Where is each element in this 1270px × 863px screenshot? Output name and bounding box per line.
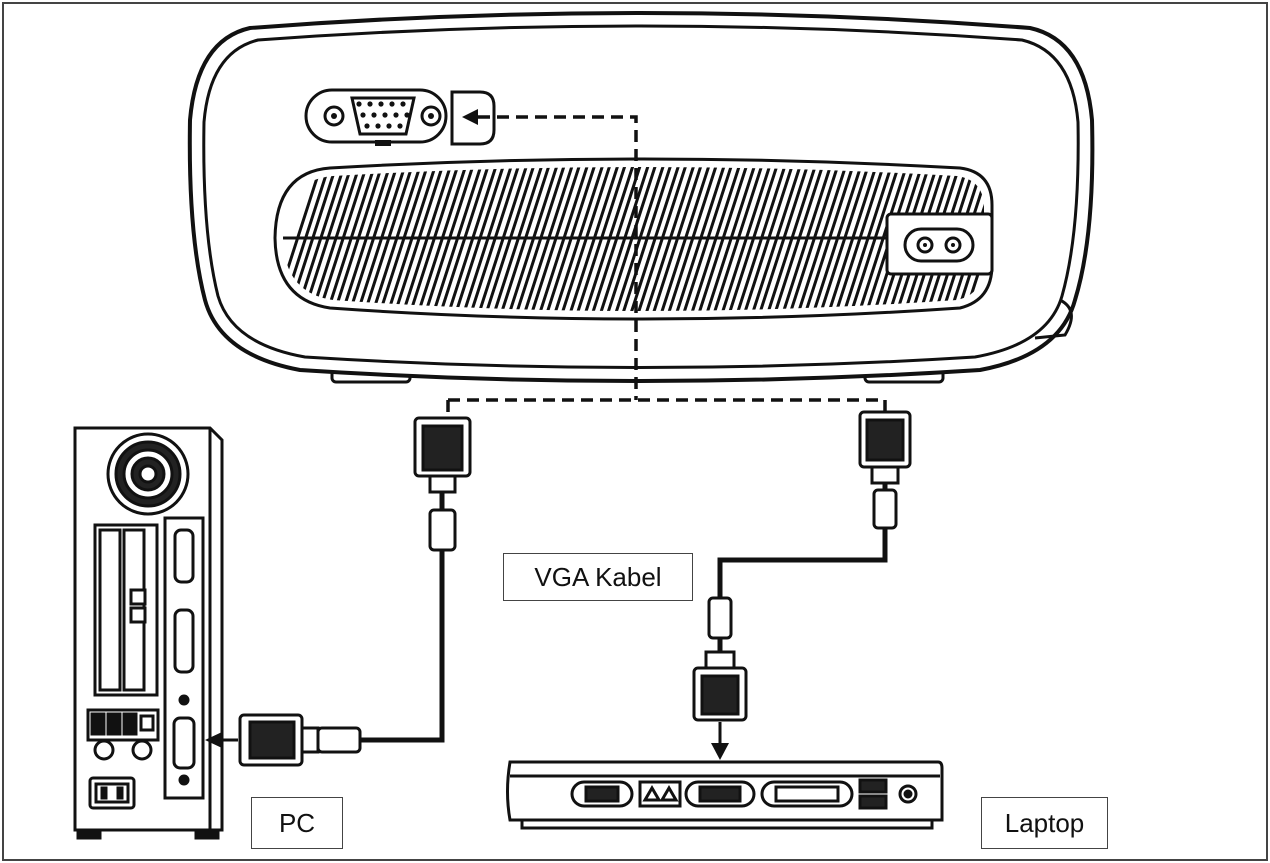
laptop-icon <box>506 760 944 830</box>
vent-slot <box>843 167 914 311</box>
vent-slot <box>630 167 701 311</box>
vent-slot <box>737 167 808 311</box>
vga-pin <box>382 112 388 118</box>
vga-connector-icon <box>692 650 748 722</box>
vent-slot <box>721 167 793 311</box>
vent-slot <box>828 167 899 311</box>
vga-connector-icon <box>858 410 912 485</box>
vent-slot <box>797 167 869 311</box>
vga-cable-label: VGA Kabel <box>503 553 693 601</box>
vent-slot <box>402 167 473 311</box>
vga-pin <box>367 101 373 107</box>
vent-slot <box>661 167 732 311</box>
vent-slot <box>615 167 686 311</box>
laptop-vga-cable <box>692 410 912 760</box>
vga-pin <box>375 123 381 129</box>
vent-slot <box>296 167 367 311</box>
ferrite-bead-icon <box>707 596 733 640</box>
vent-slot <box>949 167 984 311</box>
vent-slot <box>341 167 413 311</box>
vga-pin <box>386 123 392 129</box>
vent-slot <box>326 167 397 311</box>
vga-pin <box>389 101 395 107</box>
vga-pin <box>364 123 370 129</box>
vent-slot <box>569 167 641 311</box>
vga-pin <box>371 112 377 118</box>
vent-slot <box>600 167 671 311</box>
vent-slot <box>357 167 428 311</box>
vga-pin <box>404 112 410 118</box>
projector-icon <box>187 11 1095 384</box>
pc-vga-cable <box>238 416 472 767</box>
vent-slot <box>706 167 777 311</box>
vent-slot <box>645 167 717 311</box>
ferrite-bead-icon <box>872 488 898 530</box>
vga-pin <box>397 123 403 129</box>
vent-slot <box>524 167 595 311</box>
ferrite-bead-icon <box>428 508 457 552</box>
vent-slot <box>311 167 382 311</box>
vent-slot <box>448 167 519 311</box>
pc-tower-icon <box>73 426 224 840</box>
vent-slot <box>554 167 625 311</box>
vga-connector-icon <box>413 416 472 494</box>
vga-connector-icon <box>238 713 320 767</box>
vga-pin <box>400 101 406 107</box>
vent-slot <box>752 167 823 311</box>
vent-slot <box>478 167 549 311</box>
vga-pin <box>378 101 384 107</box>
vent-slot <box>813 167 884 311</box>
vent-slot <box>417 167 489 311</box>
arrow-into-projector <box>462 109 478 125</box>
vent-slot <box>463 167 534 311</box>
vga-pin <box>360 112 366 118</box>
fan-icon <box>106 432 190 516</box>
pc-label: PC <box>251 797 343 849</box>
vga-pin <box>393 112 399 118</box>
vent-slot <box>767 167 838 311</box>
vent-slot <box>283 167 352 311</box>
vga-pin <box>356 101 362 107</box>
ferrite-bead-icon <box>316 726 362 754</box>
vent-slot <box>782 167 853 311</box>
power-socket-icon <box>885 212 994 276</box>
vent-slot <box>387 167 458 311</box>
vent-slot <box>691 167 762 311</box>
vent-slot <box>509 167 580 311</box>
vent-slot <box>676 167 747 311</box>
vent-slot <box>372 167 443 311</box>
signal-path <box>446 115 887 418</box>
vent-slot <box>433 167 504 311</box>
laptop-label: Laptop <box>981 797 1108 849</box>
vent-slot <box>493 167 565 311</box>
vent-slot <box>539 167 610 311</box>
arrow-into-laptop <box>711 743 729 760</box>
arrow-into-pc <box>205 732 222 748</box>
